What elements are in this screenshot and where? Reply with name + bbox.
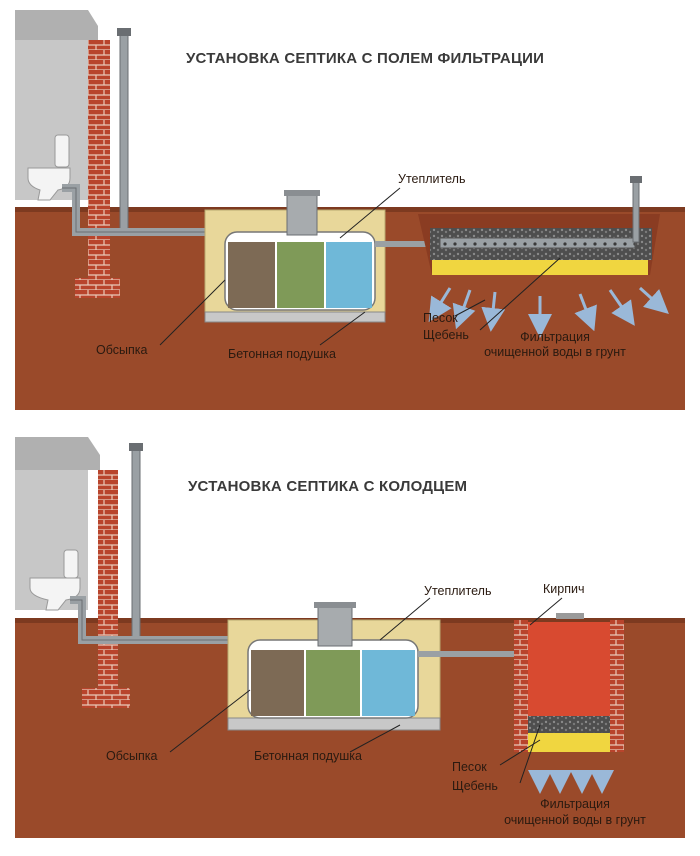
gravel-layer (528, 716, 610, 734)
label-filtration-1: Фильтрация (520, 330, 590, 344)
vent-pipe (119, 33, 129, 235)
label-concrete-pad: Бетонная подушка (228, 347, 336, 361)
toilet-icon (27, 134, 71, 201)
leader-lines (159, 187, 561, 346)
vent-pipe (131, 449, 141, 641)
brick-foundation (88, 40, 110, 280)
sand-layer (432, 258, 648, 275)
septic-tank (224, 190, 376, 311)
filtration-arrows (528, 770, 614, 794)
tank-chamber-3 (326, 242, 372, 308)
label-gravel: Щебень (452, 779, 498, 793)
tank-chamber-1 (251, 650, 304, 716)
brick-well (514, 613, 624, 752)
house-wall (15, 10, 98, 200)
label-backfill: Обсыпка (106, 749, 158, 763)
panel-1-title: УСТАНОВКА СЕПТИКА С ПОЛЕМ ФИЛЬТРАЦИИ (186, 50, 545, 67)
tank-chamber-1 (228, 242, 275, 308)
label-concrete-pad: Бетонная подушка (254, 749, 362, 763)
label-insulation: Утеплитель (424, 584, 492, 598)
label-insulation: Утеплитель (398, 172, 466, 186)
label-filtration-1: Фильтрация (540, 797, 610, 811)
toilet-icon (29, 549, 81, 611)
label-gravel: Щебень (423, 328, 469, 342)
brick-foundation (98, 470, 118, 690)
tank-chamber-3 (362, 650, 415, 716)
filtration-arrows (428, 286, 669, 338)
tank-chamber-2 (277, 242, 324, 308)
panel-2 (15, 437, 685, 838)
septic-tank (247, 602, 419, 719)
label-filtration-2: очищенной воды в грунт (504, 813, 646, 827)
brick-footing (82, 688, 130, 708)
brick-footing (75, 278, 120, 298)
perforated-pipe (439, 237, 636, 249)
field-vent-pipe (632, 181, 640, 243)
concrete-pad (227, 717, 441, 731)
leader-lines (169, 597, 563, 784)
panel-2-title: УСТАНОВКА СЕПТИКА С КОЛОДЦЕМ (188, 478, 468, 495)
label-sand: Песок (452, 760, 487, 774)
well-cover (556, 613, 584, 619)
label-brick: Кирпич (543, 582, 585, 596)
tank-chamber-2 (306, 650, 360, 716)
sand-layer (528, 733, 610, 752)
panel-1 (15, 10, 685, 410)
well-interior (528, 622, 610, 718)
concrete-pad (204, 311, 386, 323)
label-backfill: Обсыпка (96, 343, 148, 357)
label-sand: Песок (423, 311, 458, 325)
label-filtration-2: очищенной воды в грунт (484, 345, 626, 359)
